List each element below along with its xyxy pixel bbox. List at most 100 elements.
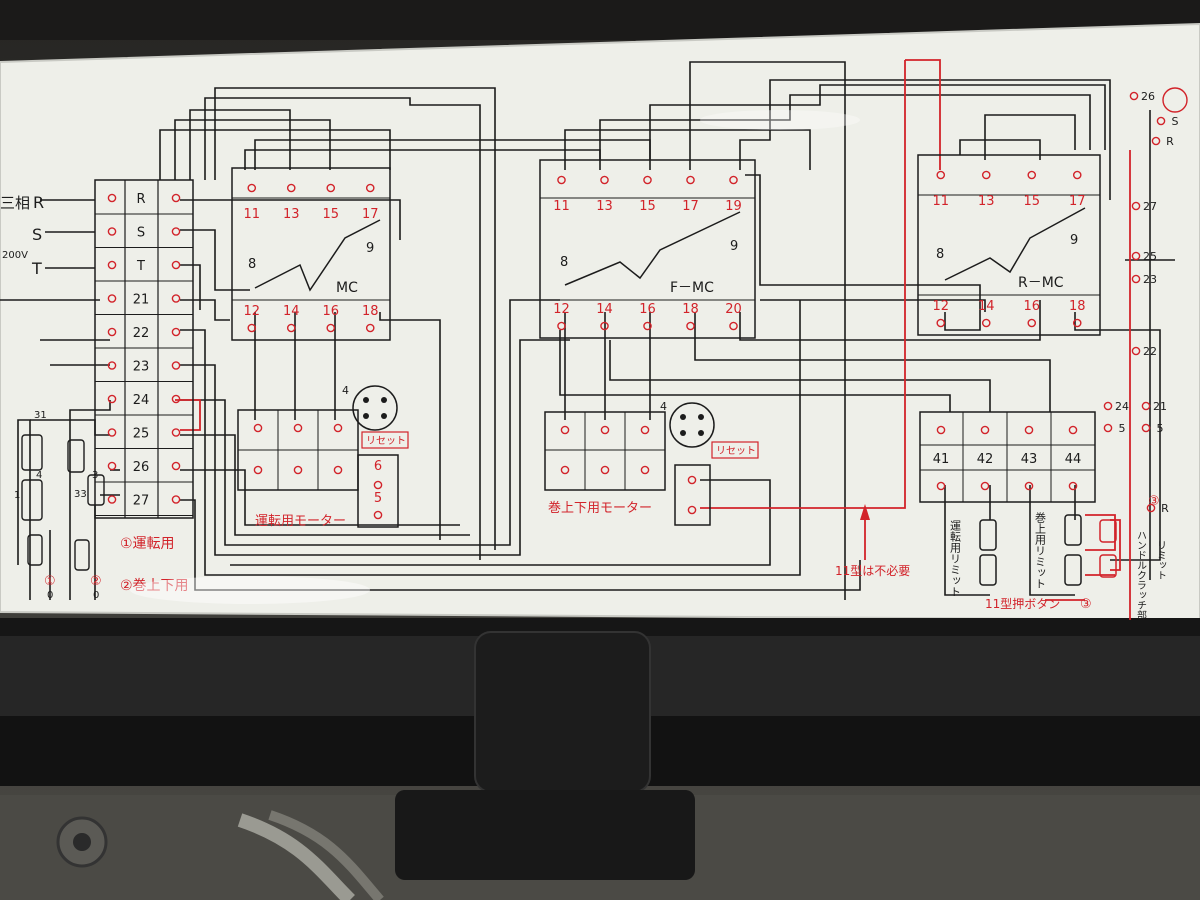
fmc-bottom-terminal	[643, 321, 652, 331]
pendant-terminal	[1131, 274, 1141, 284]
strip-label-S: S	[137, 226, 145, 241]
fmc-bottom-terminal	[600, 321, 609, 331]
mc-top-terminal	[247, 183, 257, 193]
strip-right-terminal	[171, 327, 181, 337]
handle-clutch-label: ハンドルクラッチ部	[1135, 530, 1147, 621]
strip-label-22: 22	[133, 326, 150, 341]
drive-motor-label: 運転用モーター	[255, 514, 346, 529]
switch-31: 31	[34, 410, 47, 421]
rmc-top-label-13: 13	[978, 194, 995, 209]
pendant-terminal	[1103, 423, 1113, 433]
pendant-terminal	[1141, 401, 1151, 411]
switch-4: 4	[36, 470, 42, 481]
strip-left-terminal	[107, 327, 117, 337]
glare-2	[700, 110, 860, 130]
rmc-bottom-terminal	[981, 318, 991, 328]
rmc-bottom-label-18: 18	[1069, 299, 1086, 314]
drive-motor-terminal	[293, 465, 303, 475]
strip-left-terminal	[107, 227, 117, 236]
glare	[130, 576, 370, 604]
fmc-top-terminal	[643, 175, 652, 185]
mc-top-terminal	[365, 183, 375, 193]
zero-2: 0	[93, 590, 99, 601]
limit-label-44: 44	[1065, 452, 1082, 467]
frame-rail-top	[0, 618, 1200, 636]
rmc-top-terminal	[1027, 170, 1037, 180]
fmc-bottom-label-18: 18	[682, 302, 699, 317]
strip-label-R: R	[136, 192, 145, 207]
circle-2: ②	[90, 574, 102, 589]
mc-aux-8: 8	[248, 257, 256, 272]
voltage-label: 200V	[2, 250, 28, 261]
hoist-plug-4: 4	[660, 400, 667, 413]
drive-side-6: 6	[374, 459, 382, 474]
limit-top-terminal	[980, 425, 990, 435]
strip-right-terminal	[171, 260, 181, 270]
strip-label-26: 26	[133, 460, 150, 475]
fmc-top-label-11: 11	[553, 199, 570, 214]
limit-bottom-terminal	[936, 481, 946, 491]
strip-right-terminal	[171, 227, 181, 236]
fmc-top-label-19: 19	[725, 199, 742, 214]
mc-bottom-label-18: 18	[362, 304, 379, 319]
fmc-bottom-terminal	[557, 321, 566, 331]
limit-bottom-terminal	[980, 481, 990, 491]
limit-word-label: リミット	[1155, 540, 1166, 580]
wiring-lines	[0, 61, 1175, 600]
limit-bottom-terminal	[1024, 481, 1034, 491]
limit-switch-symbols	[979, 514, 1082, 586]
strip-right-terminal	[171, 428, 181, 437]
strip-label-23: 23	[133, 360, 150, 375]
rmc-bottom-label-12: 12	[932, 299, 949, 314]
mc-top-terminal	[286, 183, 296, 193]
fmc-top-terminal	[557, 175, 566, 185]
strip-left-terminal	[107, 260, 117, 270]
hoist-motor-block: 4 リセット	[544, 400, 759, 526]
hoist-side-terminal-a	[687, 475, 697, 485]
rmc-bottom-terminal	[1072, 318, 1082, 328]
drive-motor-terminal	[293, 423, 303, 433]
rmc-bottom-terminal	[1027, 318, 1037, 328]
pendant-label-5: 5	[1157, 422, 1164, 435]
pendant-terminal	[1103, 401, 1113, 411]
note-11-label: 11型は不必要	[835, 564, 910, 578]
mount-bolt-hole	[73, 833, 91, 851]
pendant-lamp-icon	[1162, 87, 1188, 113]
strip-left-terminal	[107, 361, 117, 370]
mc-bottom-terminal	[326, 323, 336, 333]
fmc-bottom-label-14: 14	[596, 302, 613, 317]
pendant-label-R: R	[1166, 135, 1174, 148]
strip-left-terminal	[107, 461, 117, 471]
mc-bottom-terminal	[286, 323, 296, 333]
fmc-aux-8: 8	[560, 255, 568, 270]
hoist-motor-terminal	[600, 425, 610, 435]
rmc-top-label-15: 15	[1023, 194, 1040, 209]
fmc-bottom-terminal	[729, 321, 738, 331]
strip-left-terminal	[107, 428, 117, 437]
circle-1: ①	[44, 574, 56, 589]
rmc-top-terminal	[1072, 170, 1082, 180]
rmc-bottom-label-16: 16	[1023, 299, 1040, 314]
three-phase-label: 三相	[0, 194, 30, 212]
pendant-terminal	[1156, 116, 1166, 126]
circle-3-bottom: ③	[1080, 597, 1092, 612]
switch-33: 33	[74, 489, 87, 500]
pendant-label-22: 22	[1143, 345, 1157, 358]
strip-right-terminal	[171, 193, 181, 203]
mc-bottom-label-14: 14	[283, 304, 300, 319]
latch-block	[395, 790, 695, 880]
mc-top-terminal	[326, 183, 336, 193]
limit-terminal-block	[919, 411, 1096, 503]
drive-side-terminal-5	[373, 510, 383, 520]
drive-limit-label: 運転用リミット	[949, 520, 962, 597]
fmc-aux-9: 9	[730, 239, 738, 254]
hoist-limit-label: 巻上用リミット	[1034, 512, 1047, 589]
hoist-side-terminal-b	[687, 505, 697, 515]
latch-tab[interactable]	[474, 631, 651, 793]
legend-hoist: ②巻上下用	[120, 578, 189, 594]
diagram-label-panel	[0, 22, 1200, 622]
hoist-motor-terminal	[640, 465, 650, 475]
